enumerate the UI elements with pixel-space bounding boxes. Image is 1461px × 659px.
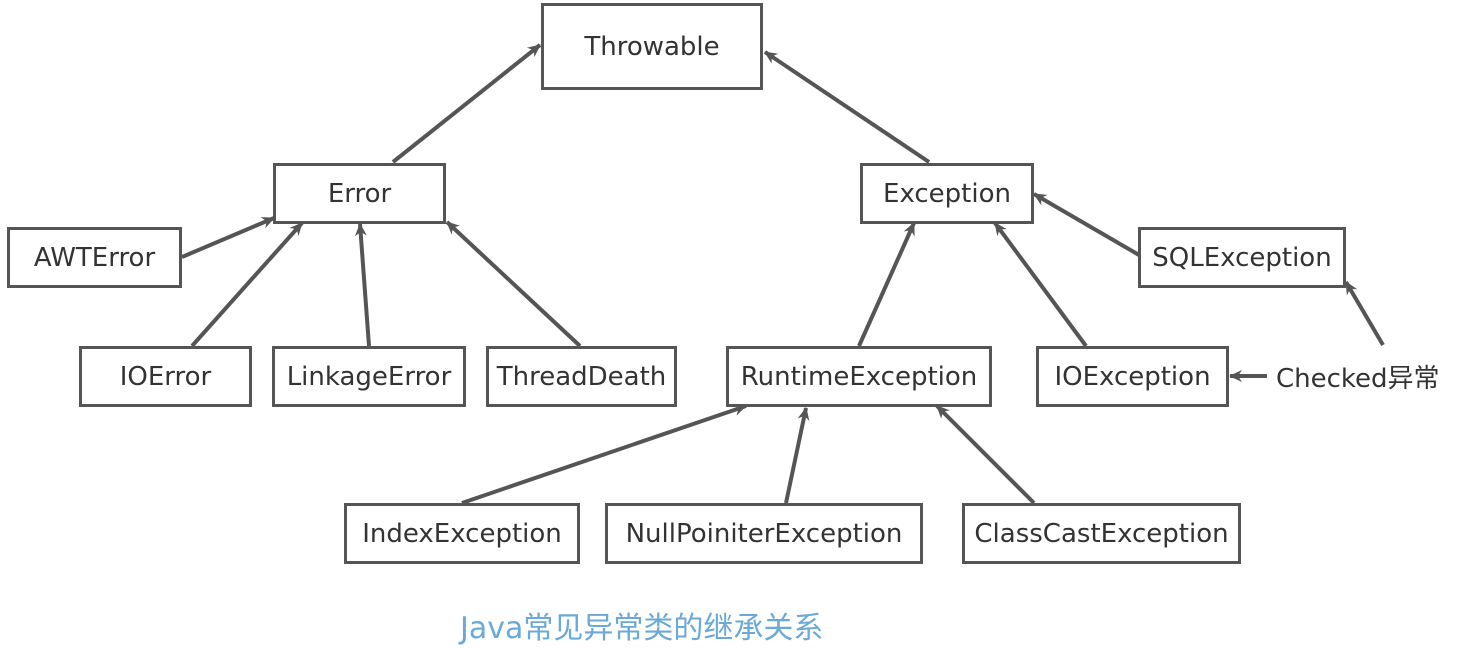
edge-nullpointerexception-runtimeexception	[784, 407, 810, 504]
node-indexexception: IndexException	[344, 503, 580, 564]
edge-exception-throwable	[763, 50, 931, 164]
node-linkageerror: LinkageError	[272, 346, 466, 407]
edge-threaddeath-error	[445, 220, 582, 348]
node-classcastexception-label: ClassCastException	[974, 518, 1229, 549]
node-indexexception-label: IndexException	[362, 518, 562, 549]
node-linkageerror-label: LinkageError	[286, 361, 452, 392]
edge-error-throwable	[391, 43, 542, 164]
edge-classcastexception-runtimeexception	[935, 404, 1036, 505]
edge-checked-sqlexception	[1344, 280, 1385, 347]
node-exception-label: Exception	[883, 178, 1011, 209]
node-threaddeath: ThreadDeath	[486, 346, 677, 407]
node-error-label: Error	[327, 178, 392, 209]
edge-sqlexception-exception	[1032, 192, 1141, 257]
edge-runtimeexception-exception	[857, 222, 916, 347]
node-ioerror-label: IOError	[119, 361, 212, 392]
node-ioerror: IOError	[79, 346, 252, 407]
node-exception: Exception	[860, 163, 1034, 224]
node-runtimeexception-label: RuntimeException	[740, 361, 978, 392]
node-runtimeexception: RuntimeException	[726, 346, 992, 407]
edge-awterror-error	[181, 216, 275, 259]
edge-linkageerror-error	[354, 223, 371, 347]
checked-exception-annotation: Checked异常	[1276, 364, 1440, 394]
node-throwable-label: Throwable	[584, 31, 720, 62]
edge-ioexception-exception	[993, 221, 1088, 348]
node-awterror-label: AWTError	[33, 242, 156, 273]
diagram-caption: Java常见异常类的继承关系	[460, 611, 824, 646]
node-awterror: AWTError	[7, 227, 182, 288]
node-classcastexception: ClassCastException	[962, 503, 1241, 564]
node-sqlexception: SQLException	[1138, 227, 1346, 288]
node-ioexception: IOException	[1036, 346, 1229, 407]
node-nullpointerexception: NullPoiniterException	[605, 503, 923, 564]
node-sqlexception-label: SQLException	[1152, 242, 1332, 273]
node-ioexception-label: IOException	[1054, 361, 1211, 392]
edge-indexexception-runtimeexception	[461, 404, 747, 505]
node-threaddeath-label: ThreadDeath	[496, 361, 667, 392]
edge-ioerror-error	[190, 221, 304, 348]
node-error: Error	[273, 163, 446, 224]
node-throwable: Throwable	[541, 3, 763, 90]
node-nullpointerexception-label: NullPoiniterException	[625, 518, 903, 549]
